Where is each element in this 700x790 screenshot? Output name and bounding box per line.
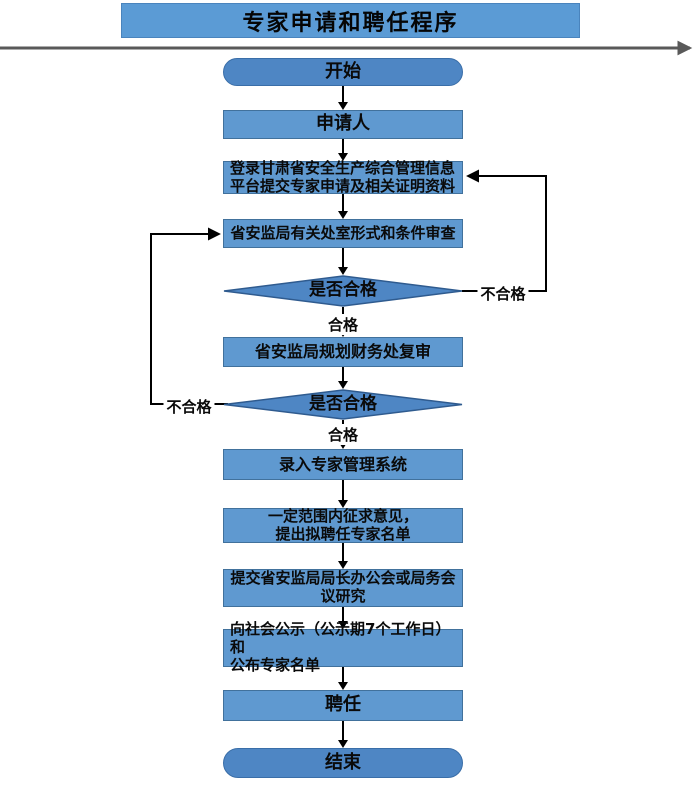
edge-label-fail-left: 不合格 xyxy=(163,396,215,417)
node-format-review: 省安监局有关处室形式和条件审查 xyxy=(223,219,463,248)
fail-loop-left xyxy=(150,227,228,405)
node-solicit-opinions: 一定范围内征求意见， 提出拟聘任专家名单 xyxy=(223,507,463,543)
decision-qualified-1: 是否合格 xyxy=(223,275,463,307)
node-appointment: 聘任 xyxy=(223,690,463,721)
edge-label-fail-right: 不合格 xyxy=(477,283,529,304)
decision-qualified-2: 是否合格 xyxy=(223,389,463,420)
edge-label-pass-2: 合格 xyxy=(324,424,362,445)
edge-label-pass-1: 合格 xyxy=(324,314,362,335)
diamond-shape xyxy=(223,275,463,307)
decision-label: 是否合格 xyxy=(309,393,377,414)
node-end: 结束 xyxy=(223,748,463,778)
decision-label: 是否合格 xyxy=(309,280,377,301)
node-login-platform: 登录甘肃省安全生产综合管理信息 平台提交专家申请及相关证明资料 xyxy=(223,159,463,194)
node-start: 开始 xyxy=(223,58,463,86)
node-finance-review: 省安监局规划财务处复审 xyxy=(223,337,463,367)
node-submit-meeting: 提交省安监局局长办公会或局务会 议研究 xyxy=(223,569,463,607)
node-enter-system: 录入专家管理系统 xyxy=(223,449,463,480)
node-public-notice: 向社会公示（公示期7个工作日）和 公布专家名单 xyxy=(223,621,463,674)
flowchart-title: 专家申请和聘任程序 xyxy=(121,3,580,38)
diamond-shape xyxy=(223,389,463,420)
node-applicant: 申请人 xyxy=(223,110,463,139)
fail-loop-right xyxy=(462,169,547,292)
